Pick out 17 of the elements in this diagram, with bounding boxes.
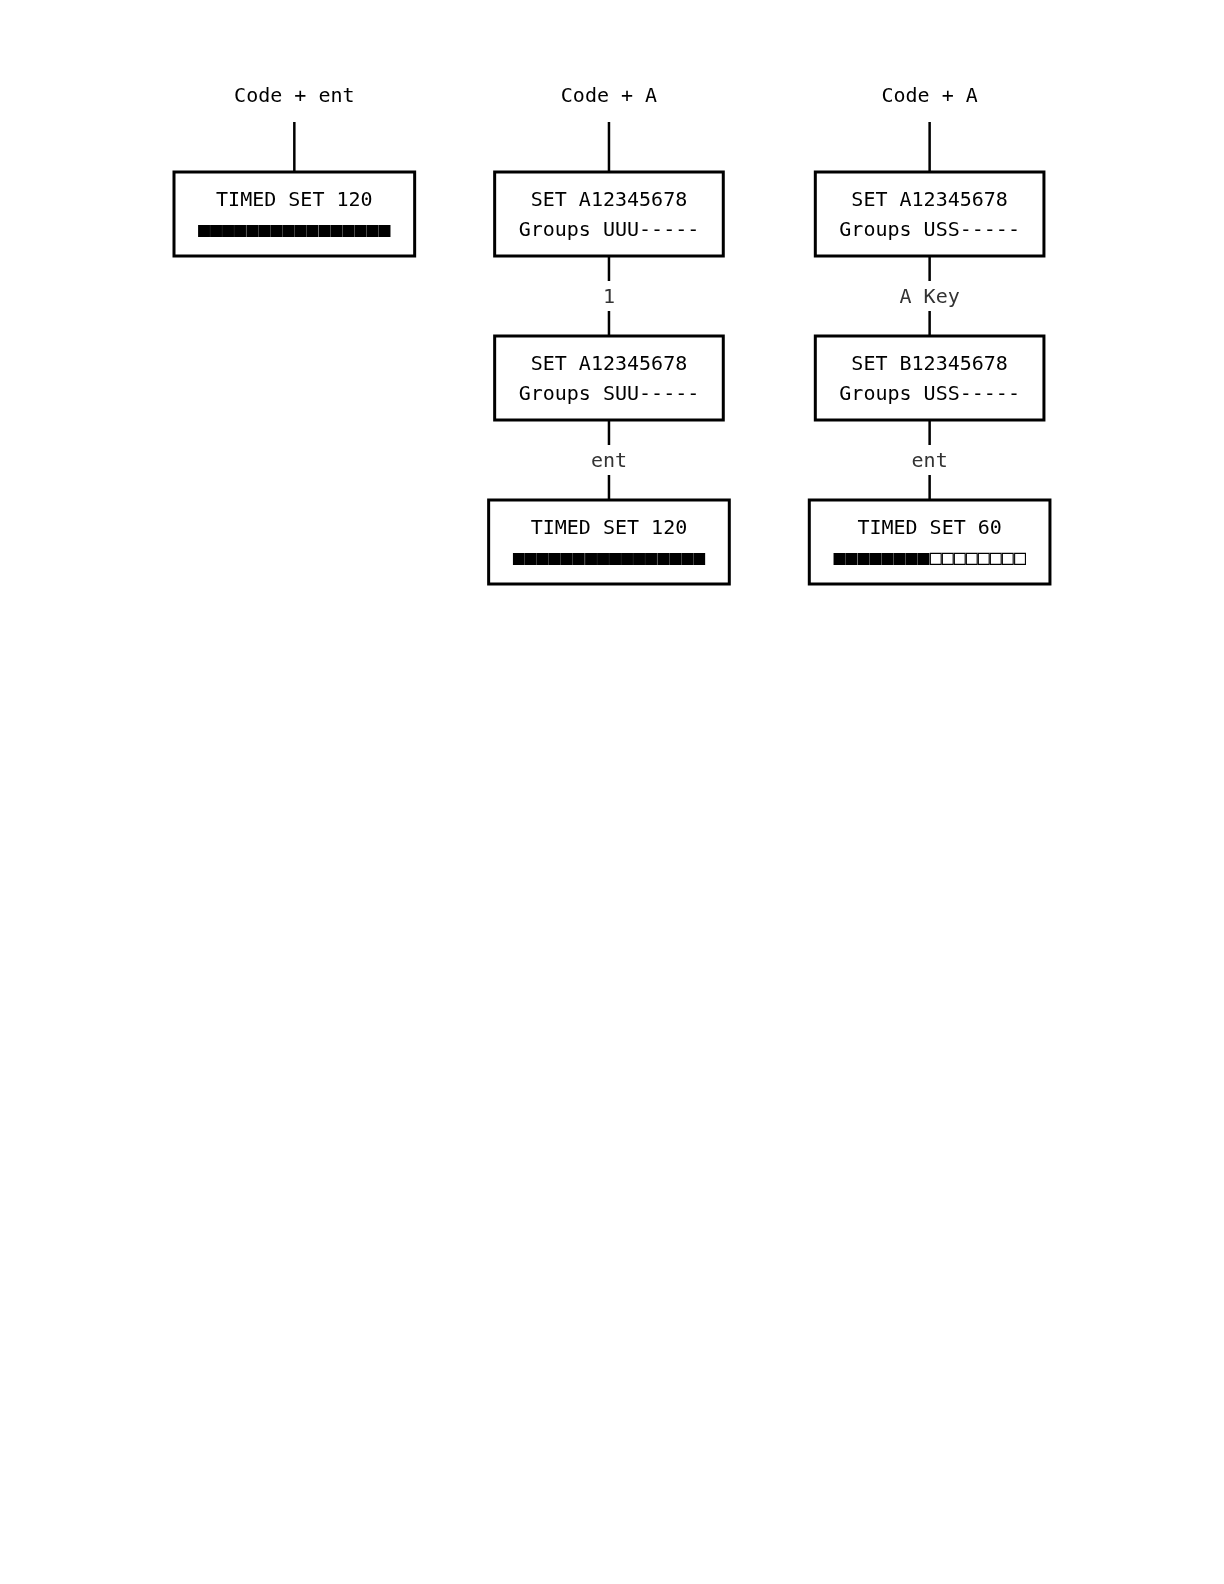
connector [293, 122, 296, 172]
node-text: Code + ent [234, 83, 355, 107]
connector [928, 122, 931, 172]
node-box: SET A12345678 Groups USS----- [813, 170, 1046, 258]
node-box: SET A12345678 Groups UUU----- [493, 170, 725, 258]
node-box: SET B12345678 Groups USS----- [813, 334, 1046, 422]
edge-label: ent [590, 448, 628, 472]
node-text: Code + A [560, 83, 658, 107]
edge-label: ent [911, 448, 948, 472]
node-text: Code + A [881, 83, 978, 107]
node-box: TIMED SET 120 ■■■■■■■■■■■■■■■■ [487, 498, 731, 586]
node-box: TIMED SET 120 ■■■■■■■■■■■■■■■■ [172, 170, 417, 258]
edge-label: A Key [899, 284, 960, 308]
edge-label: 1 [602, 284, 616, 308]
node-box: SET A12345678 Groups SUU----- [493, 334, 725, 422]
node-box: TIMED SET 60 ■■■■■■■■□□□□□□□□ [807, 498, 1052, 586]
connector [607, 122, 611, 172]
